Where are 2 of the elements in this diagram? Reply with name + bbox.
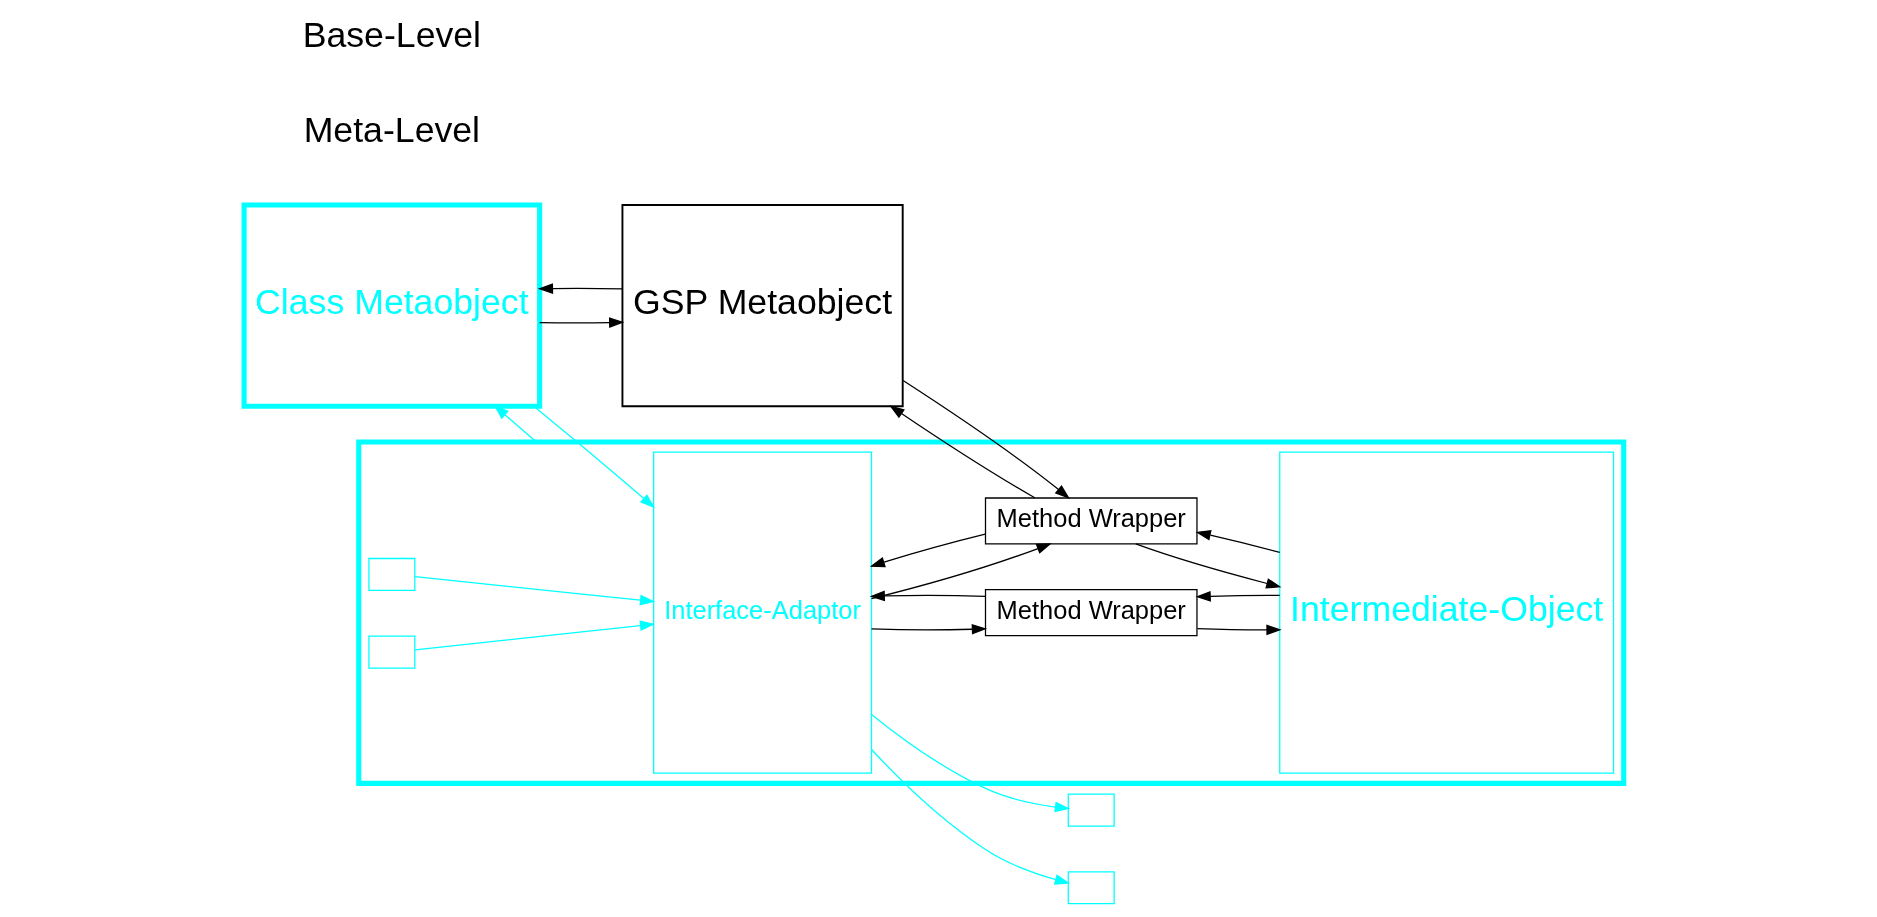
label: Base-Level [302,14,481,55]
label: Meta-Level [303,110,480,151]
